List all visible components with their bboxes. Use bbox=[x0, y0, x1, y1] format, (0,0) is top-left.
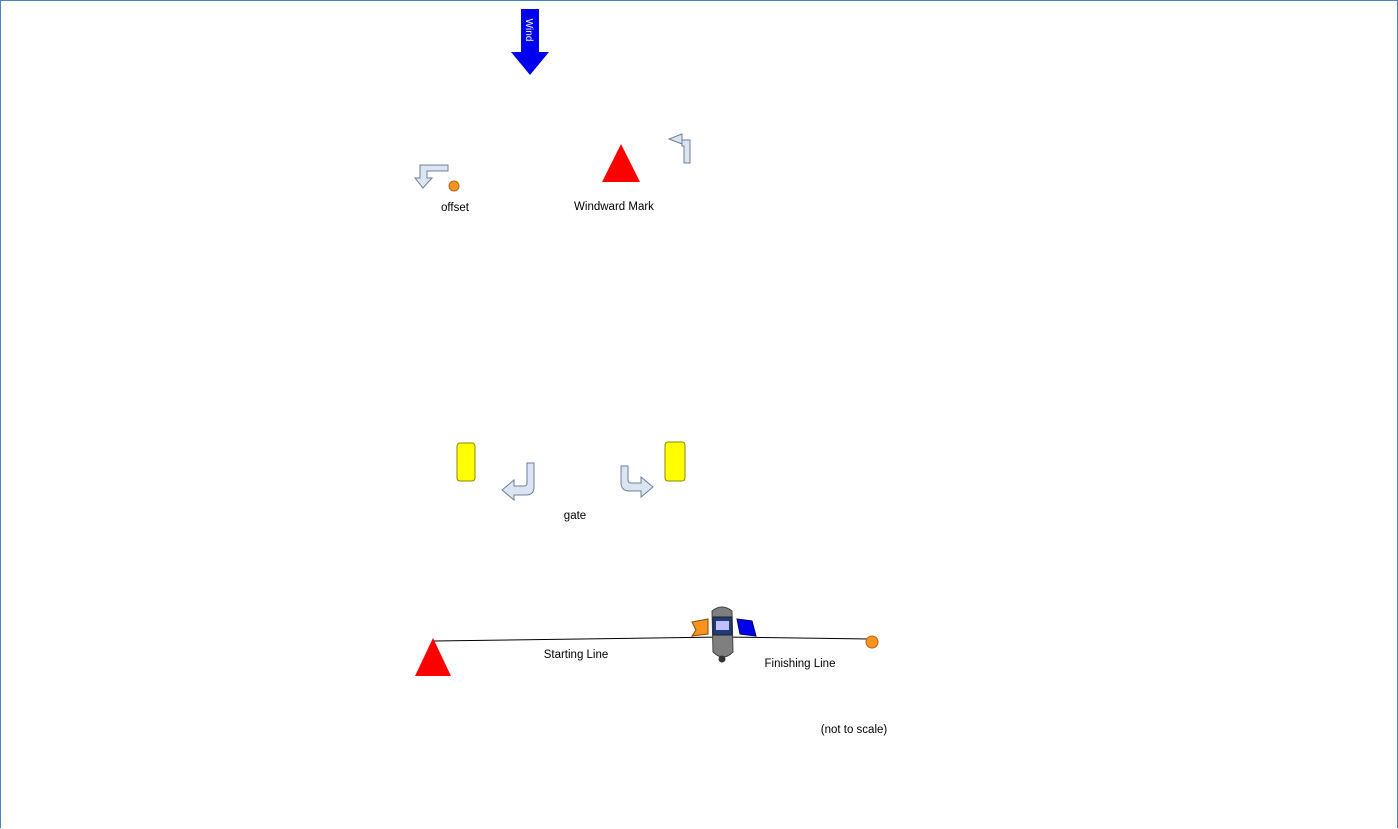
wind-arrow-shape bbox=[511, 9, 549, 75]
offset-label: offset bbox=[441, 202, 470, 214]
wind-arrow: Wind bbox=[511, 9, 549, 75]
starting-line-label: Starting Line bbox=[544, 649, 609, 661]
finishing-mark bbox=[865, 635, 879, 649]
blue-flag-icon bbox=[736, 618, 757, 637]
gate-right-rounding-arrow-icon bbox=[620, 465, 654, 499]
gate-label: gate bbox=[564, 510, 586, 522]
offset-mark bbox=[448, 180, 460, 192]
gate-mark-left bbox=[456, 442, 476, 482]
wind-label: Wind bbox=[523, 19, 534, 42]
windward-mark-label: Windward Mark bbox=[574, 201, 654, 213]
gate-mark-right bbox=[664, 441, 686, 482]
windward-mark bbox=[602, 144, 640, 182]
windward-rounding-arrow-icon bbox=[667, 133, 691, 164]
finishing-line bbox=[722, 636, 871, 640]
committee-boat-icon bbox=[690, 606, 757, 663]
orange-flag-icon bbox=[690, 618, 709, 637]
offset-rounding-arrow-icon bbox=[413, 164, 449, 189]
starting-pin-mark bbox=[415, 638, 451, 676]
starting-line bbox=[433, 636, 724, 642]
finishing-line-label: Finishing Line bbox=[765, 658, 836, 670]
scale-note: (not to scale) bbox=[821, 724, 888, 736]
gate-left-rounding-arrow-icon bbox=[501, 462, 535, 502]
